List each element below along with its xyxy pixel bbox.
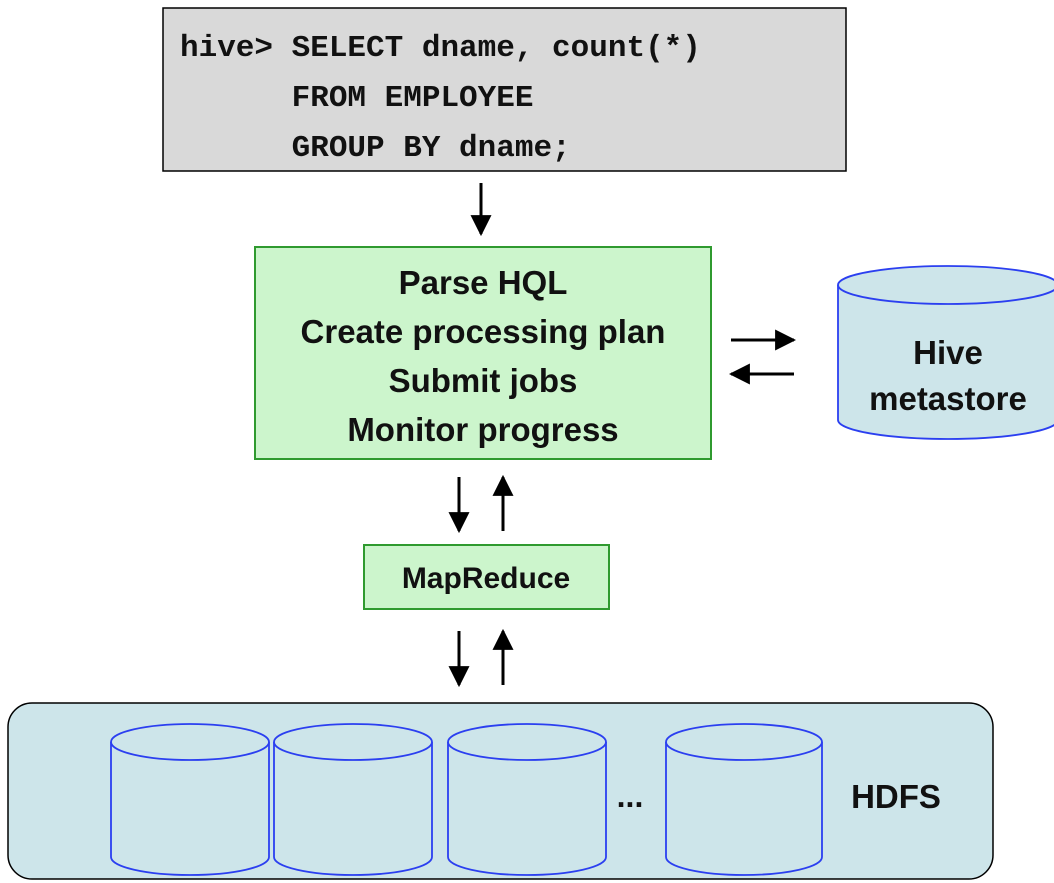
driver-line-submit: Submit jobs (389, 362, 578, 399)
query-line-2: FROM EMPLOYEE (180, 81, 533, 116)
driver-box: Parse HQL Create processing plan Submit … (254, 246, 712, 460)
hdfs-cylinder (665, 723, 823, 876)
hdfs-ellipsis: ... (617, 778, 644, 814)
hdfs-cylinder (447, 723, 607, 876)
hdfs-cylinder (110, 723, 270, 876)
metastore-line-2: metastore (869, 380, 1027, 417)
metastore-cylinder: Hive metastore (837, 265, 1054, 440)
driver-line-monitor: Monitor progress (347, 411, 618, 448)
hdfs-container: ... HDFS (7, 702, 994, 880)
mapreduce-label: MapReduce (402, 562, 570, 595)
driver-line-plan: Create processing plan (301, 313, 666, 350)
mapreduce-box: MapReduce (363, 544, 610, 610)
query-line-3: GROUP BY dname; (180, 131, 571, 166)
metastore-line-1: Hive (913, 334, 983, 371)
hdfs-label: HDFS (851, 778, 941, 815)
driver-line-parse: Parse HQL (399, 264, 568, 301)
hdfs-cylinder (273, 723, 433, 876)
query-box: hive> SELECT dname, count(*) FROM EMPLOY… (162, 7, 847, 172)
query-line-1: hive> SELECT dname, count(*) (180, 31, 701, 66)
